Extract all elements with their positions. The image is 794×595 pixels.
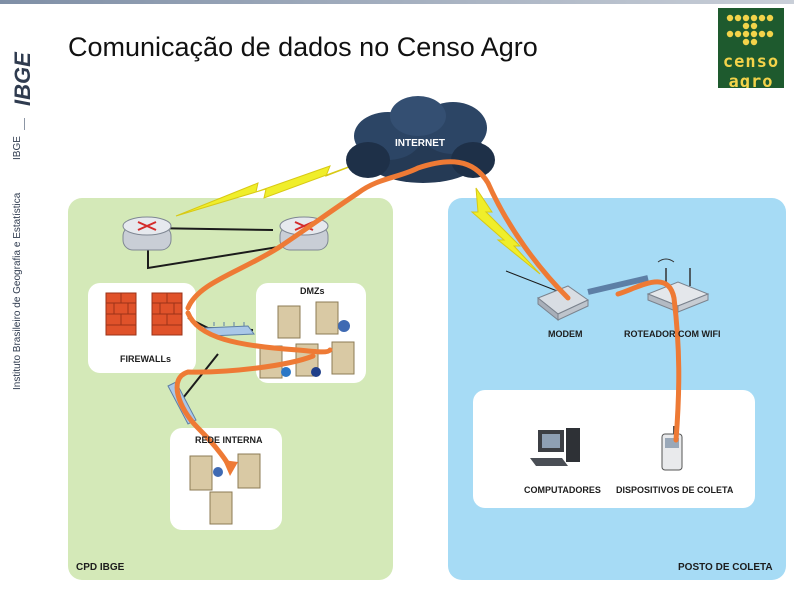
modem-label: MODEM bbox=[548, 329, 583, 339]
ibge-logo: IBGE bbox=[8, 28, 36, 108]
router-left-icon bbox=[122, 216, 172, 251]
firewall-switch-line bbox=[182, 353, 219, 399]
rede-interna-label: REDE INTERNA bbox=[195, 435, 263, 445]
sidebar-brand: IBGE IBGE Instituto Brasileiro de Geogra… bbox=[0, 0, 50, 595]
dmz-mail-badge-icon bbox=[338, 320, 350, 332]
sidebar-short-text: IBGE bbox=[12, 136, 23, 160]
flow-dmz-to-internal bbox=[174, 353, 316, 471]
dmz-label: DMZs bbox=[300, 286, 325, 296]
router-right-icon bbox=[279, 216, 329, 251]
lightning-bolt-right-icon bbox=[470, 187, 541, 275]
modem-icon bbox=[537, 275, 649, 322]
internal-mail-badge-icon bbox=[213, 467, 223, 477]
slide-title: Comunicação de dados no Censo Agro bbox=[68, 32, 538, 62]
posto-de-coleta-zone bbox=[448, 198, 786, 580]
flow-arrowhead-icon bbox=[223, 460, 238, 476]
ibge-logo-text: IBGE bbox=[10, 52, 35, 106]
computadores-label: COMPUTADORES bbox=[524, 485, 601, 495]
router-link-line bbox=[147, 242, 304, 270]
lightning-bolt-left-icon bbox=[175, 155, 379, 217]
sidebar-short-wrapper: IBGE bbox=[12, 136, 23, 161]
firewall-icon-2 bbox=[151, 292, 183, 336]
computer-icon bbox=[530, 428, 580, 466]
network-diagram: INTERNET bbox=[68, 88, 786, 580]
firewall-icon-1 bbox=[105, 292, 137, 336]
dmz-globe-badge-icon bbox=[311, 367, 321, 377]
devices-card bbox=[473, 390, 755, 508]
internet-label: INTERNET bbox=[395, 138, 445, 149]
flow-firewall-to-dmz bbox=[185, 310, 333, 355]
dispositivos-label: DISPOSITIVOS DE COLETA bbox=[616, 485, 734, 495]
flow-device-to-router bbox=[615, 279, 682, 443]
mobile-device-icon bbox=[661, 426, 683, 471]
logo-dots-graphic bbox=[726, 14, 774, 46]
logo-line-agro: agro bbox=[728, 72, 774, 92]
flow-router-to-cloud-to-firewall bbox=[185, 159, 571, 311]
roteador-label: ROTEADOR COM WIFI bbox=[624, 329, 721, 339]
internal-servers-icon bbox=[189, 453, 261, 525]
wifi-router-icon bbox=[646, 258, 710, 313]
cpd-ibge-label: CPD IBGE bbox=[76, 562, 125, 573]
internet-cloud-icon bbox=[346, 96, 495, 183]
firewalls-label: FIREWALLs bbox=[120, 354, 171, 364]
top-accent-bar bbox=[0, 0, 794, 4]
dmz-db-badge-icon bbox=[281, 367, 291, 377]
dmz-servers-icon bbox=[259, 301, 355, 379]
posto-de-coleta-label: POSTO DE COLETA bbox=[678, 562, 773, 573]
diagram-graphics: INTERNET bbox=[105, 96, 710, 525]
logo-line-censo: censo bbox=[722, 52, 780, 72]
modem-cable-icon bbox=[587, 275, 649, 295]
sidebar-separator bbox=[24, 118, 25, 130]
sidebar-institute-text: Instituto Brasileiro de Geografia e Esta… bbox=[12, 192, 23, 390]
